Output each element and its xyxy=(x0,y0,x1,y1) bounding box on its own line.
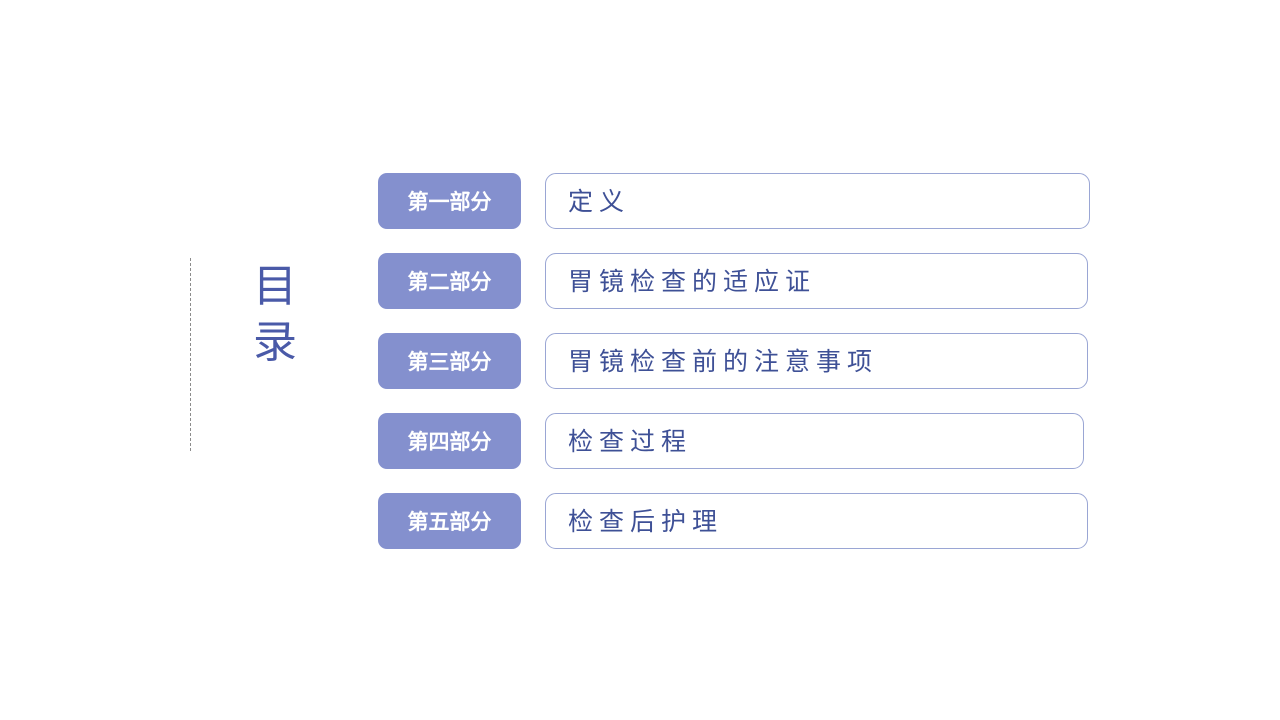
list-item[interactable]: 第四部分 检查过程 xyxy=(378,413,1090,469)
section-badge-part-4[interactable]: 第四部分 xyxy=(378,413,521,469)
section-topic-box-part-5[interactable]: 检查后护理 xyxy=(545,493,1088,549)
list-item[interactable]: 第一部分 定义 xyxy=(378,173,1090,229)
section-topic-label: 胃镜检查前的注意事项 xyxy=(568,346,879,376)
section-topic-box-part-3[interactable]: 胃镜检查前的注意事项 xyxy=(545,333,1088,389)
table-of-contents-title-block: 目 录 xyxy=(190,255,350,451)
section-topic-box-part-1[interactable]: 定义 xyxy=(545,173,1090,229)
section-topic-box-part-2[interactable]: 胃镜检查的适应证 xyxy=(545,253,1088,309)
section-topic-label: 胃镜检查的适应证 xyxy=(568,266,817,296)
section-topic-box-part-4[interactable]: 检查过程 xyxy=(545,413,1084,469)
section-badge-part-1[interactable]: 第一部分 xyxy=(378,173,521,229)
section-topic-label: 检查后护理 xyxy=(568,506,724,536)
list-item[interactable]: 第三部分 胃镜检查前的注意事项 xyxy=(378,333,1090,389)
section-topic-label: 定义 xyxy=(568,186,631,216)
section-badge-part-5[interactable]: 第五部分 xyxy=(378,493,521,549)
dashed-divider-line xyxy=(190,258,191,451)
section-badge-part-3[interactable]: 第三部分 xyxy=(378,333,521,389)
list-item[interactable]: 第五部分 检查后护理 xyxy=(378,493,1090,549)
page-title: 目 录 xyxy=(253,261,298,369)
section-topic-label: 检查过程 xyxy=(568,426,693,456)
section-badge-part-2[interactable]: 第二部分 xyxy=(378,253,521,309)
list-item[interactable]: 第二部分 胃镜检查的适应证 xyxy=(378,253,1090,309)
table-of-contents-list: 第一部分 定义 第二部分 胃镜检查的适应证 第三部分 胃镜检查前的注意事项 第四… xyxy=(378,173,1090,549)
